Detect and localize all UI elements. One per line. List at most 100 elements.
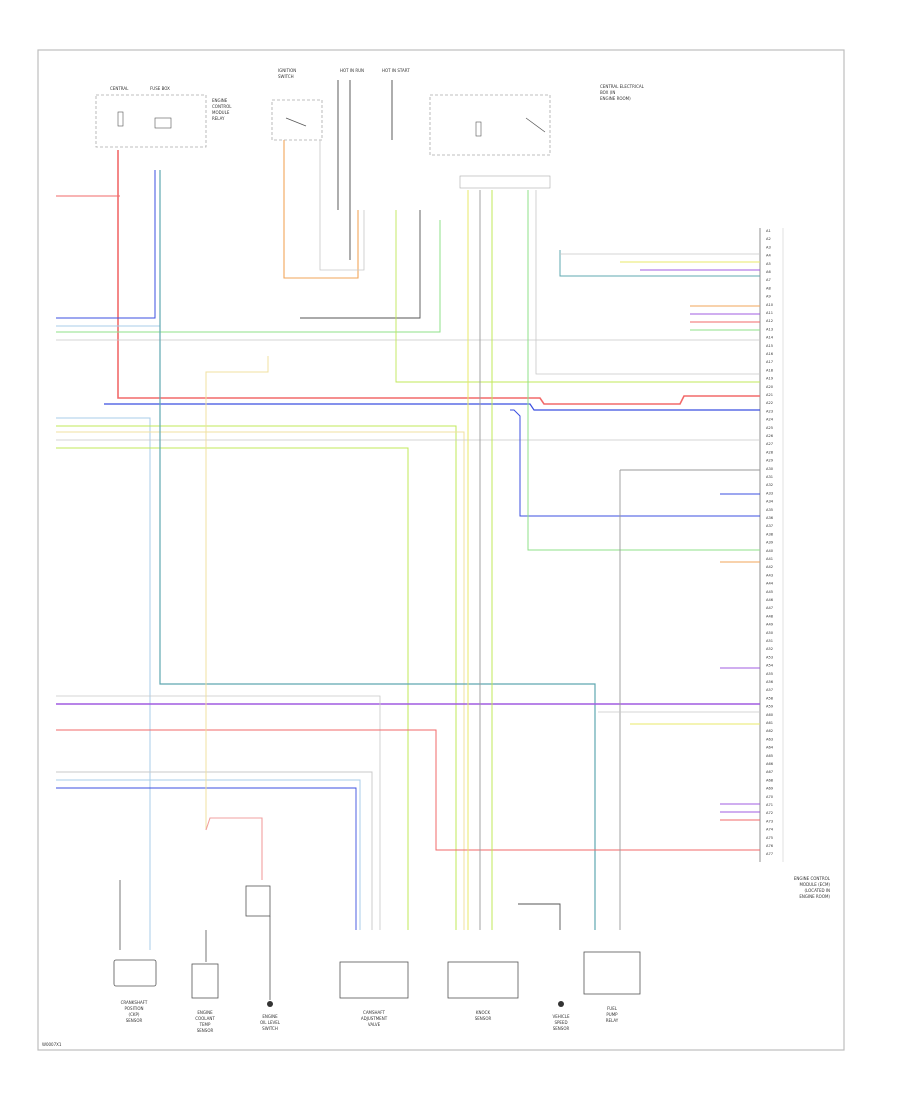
connector-pin-label: A43 — [766, 573, 773, 577]
connector-pin-label: A23 — [766, 409, 773, 413]
connector-pin-label: A28 — [766, 450, 774, 454]
ecm-relay-label: ENGINE — [212, 98, 228, 103]
wire — [205, 817, 263, 880]
component-label: SWITCH — [262, 1026, 278, 1031]
fuel-relay-body — [583, 951, 641, 995]
connector-pin-label: A71 — [766, 803, 773, 807]
connector-pin-label: A17 — [766, 360, 773, 364]
ckp-sensor: CRANKSHAFT POSITION (CKP) SENSOR — [113, 959, 157, 1023]
connector-pin-label: A60 — [766, 713, 774, 717]
connector-pin-label: A44 — [766, 582, 774, 586]
vss-sensor: VEHICLE SPEED SENSOR — [553, 1001, 570, 1031]
connector-pin-label: A38 — [766, 532, 774, 536]
component-label: CRANKSHAFT — [121, 1000, 148, 1005]
connector-pin-label: A45 — [766, 590, 773, 594]
connector-pin-label: A8 — [766, 286, 771, 290]
connector-pin-label: A46 — [766, 598, 774, 602]
component-label: TEMP — [199, 1022, 211, 1027]
connector-pin-label: A42 — [766, 565, 773, 569]
diagram-frame — [37, 49, 845, 1051]
connector-pin-label: A4 — [766, 254, 771, 258]
connector-pin-label: A37 — [766, 524, 773, 528]
connector-pin-label: A9 — [766, 295, 771, 299]
connector-pin-label: A10 — [766, 303, 774, 307]
wire — [319, 140, 365, 271]
wire — [56, 695, 381, 930]
wire — [535, 190, 760, 375]
wire — [159, 170, 596, 930]
ecm-label-line: MODULE (ECM) — [799, 882, 830, 887]
connector-pin-label: A48 — [766, 614, 774, 618]
connector-pin-label: A74 — [766, 828, 774, 832]
connector-pin-label: A7 — [766, 278, 771, 282]
connector-pin-label: A53 — [766, 655, 773, 659]
ground-icon — [558, 1001, 564, 1007]
connector-pin-label: A34 — [766, 500, 774, 504]
connector-pin-label: A22 — [766, 401, 773, 405]
component-label: SPEED — [554, 1020, 567, 1025]
connector-pin-label: A65 — [766, 754, 773, 758]
connector-pin-label: A14 — [766, 336, 774, 340]
connector-pin-label: A61 — [766, 721, 773, 725]
connector-pin-label: A25 — [766, 426, 773, 430]
oil-switch-body — [245, 885, 271, 917]
component-label: ENGINE — [197, 1010, 213, 1015]
central-electrical-box: CENTRAL ELECTRICAL BOX (IN ENGINE ROOM) — [429, 84, 645, 189]
wire — [56, 417, 151, 930]
connector-pin-label: A41 — [766, 557, 773, 561]
wire — [283, 140, 359, 279]
fuse-icon — [117, 111, 124, 127]
connector-pin-label: A2 — [766, 237, 771, 241]
connector-pin-label: A50 — [766, 631, 774, 635]
connector-pin-label: A18 — [766, 368, 774, 372]
wire — [56, 447, 409, 930]
ignition-label: IGNITION — [278, 68, 296, 73]
wire — [56, 220, 441, 333]
ground-icon — [267, 1001, 273, 1007]
wire — [527, 190, 760, 551]
connector-pin-label: A58 — [766, 696, 774, 700]
wire — [395, 210, 760, 383]
connector-pin-label: A62 — [766, 729, 773, 733]
connector-pin-label: A69 — [766, 787, 774, 791]
relay-switch-icon — [525, 117, 546, 133]
connector-pin-label: A51 — [766, 639, 773, 643]
connector-pin-label: A33 — [766, 491, 773, 495]
connector-pin-label: A35 — [766, 508, 773, 512]
ecm-label-line: ENGINE ROOM) — [799, 894, 830, 899]
connector-pin-label: A12 — [766, 319, 773, 323]
ecm-label: ENGINE CONTROL MODULE (ECM) (LOCATED IN … — [794, 876, 831, 899]
wire — [56, 170, 161, 327]
wire — [56, 787, 357, 930]
component-label: ENGINE — [262, 1014, 278, 1019]
component-label: VALVE — [368, 1022, 381, 1027]
connector-pin-label: A66 — [766, 762, 774, 766]
connector-pin-label: A54 — [766, 664, 774, 668]
component-label: SENSOR — [197, 1028, 214, 1033]
wire — [559, 250, 760, 277]
switch-icon — [285, 117, 307, 127]
connector-pin-label: A11 — [766, 311, 773, 315]
component-label: ADJUSTMENT — [361, 1016, 388, 1021]
fuse-box-label: FUSE BOX — [150, 86, 170, 91]
component-label: RELAY — [606, 1018, 619, 1023]
wire — [104, 403, 760, 411]
connector-pin-label: A63 — [766, 737, 773, 741]
wires — [56, 140, 760, 1000]
ecm-relay-label: RELAY — [212, 116, 225, 121]
fuse-icon — [475, 121, 482, 137]
connector-pin-label: A56 — [766, 680, 774, 684]
electrical-box-label: CENTRAL ELECTRICAL — [600, 84, 645, 89]
ecm-label-line: ENGINE CONTROL — [794, 876, 831, 881]
electrical-box-outline — [429, 94, 551, 156]
connector-pin-label: A29 — [766, 459, 774, 463]
ecm-relay-label: MODULE — [212, 110, 230, 115]
wire — [300, 210, 421, 319]
connector-pin-label: A47 — [766, 606, 773, 610]
component-label: PUMP — [606, 1012, 618, 1017]
ignition-outline — [271, 99, 323, 141]
electrical-box-label: BOX (IN — [600, 90, 615, 95]
electrical-box-label: ENGINE ROOM) — [600, 96, 631, 101]
connector-pin-label: A57 — [766, 688, 773, 692]
